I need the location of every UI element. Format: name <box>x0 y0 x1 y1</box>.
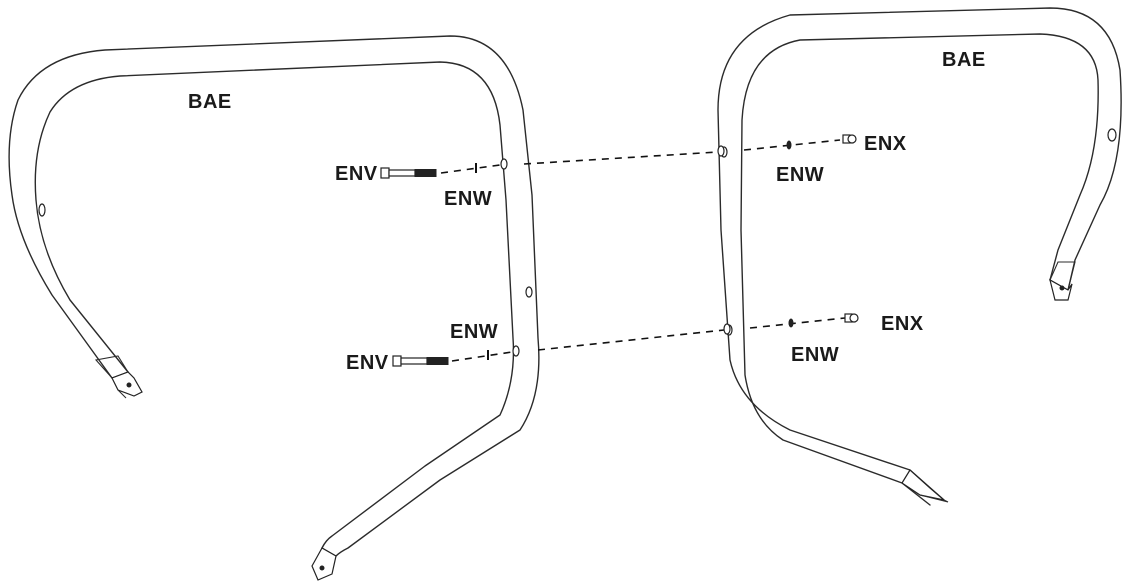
nut-top-icon <box>843 135 856 143</box>
left-guard-frame <box>9 36 539 580</box>
bolt-top-icon <box>381 168 436 178</box>
label-frame-left: BAE <box>188 91 232 113</box>
nut-bottom-icon <box>845 314 858 322</box>
hole-right-top-icon <box>718 146 724 156</box>
label-bolt-bottom: ENV <box>346 352 389 374</box>
washer-right-bottom-icon <box>789 319 793 327</box>
hole-right-bottom-icon <box>724 324 730 334</box>
hole-left-bottom-icon <box>513 346 519 356</box>
label-nut-top: ENX <box>864 133 907 155</box>
label-washer-right-bottom: ENW <box>791 344 839 366</box>
bolt-bottom-icon <box>393 356 448 366</box>
label-washer-left-bottom: ENW <box>450 321 498 343</box>
label-washer-left-top: ENW <box>444 188 492 210</box>
hole-left-top-icon <box>501 159 507 169</box>
label-nut-bottom: ENX <box>881 313 924 335</box>
washer-right-top-icon <box>787 141 791 149</box>
label-frame-right: BAE <box>942 49 986 71</box>
label-bolt-top: ENV <box>335 163 378 185</box>
right-guard-frame <box>718 8 1121 505</box>
label-washer-right-top: ENW <box>776 164 824 186</box>
